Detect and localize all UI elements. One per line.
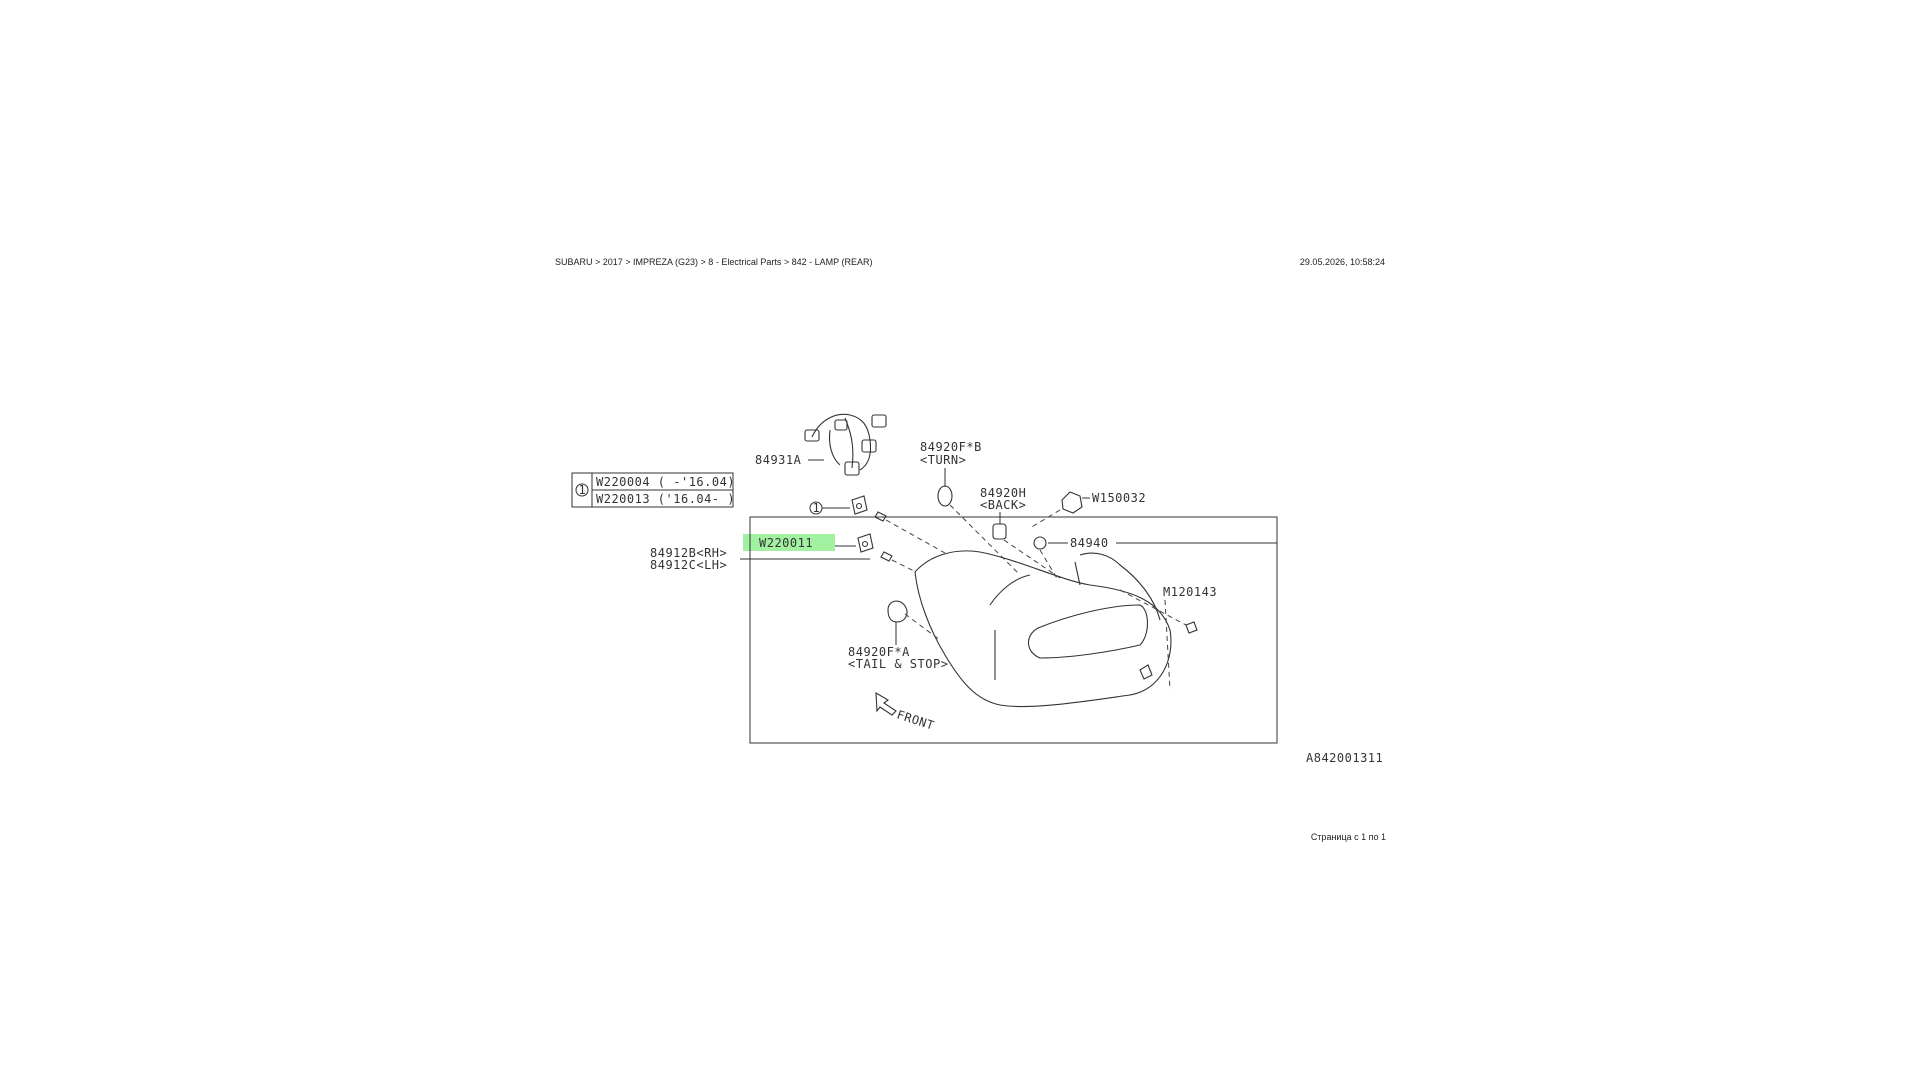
part-label-harness[interactable]: 84931A (755, 453, 802, 467)
callout-marker-ref: 1 (813, 501, 821, 515)
page-header: SUBARU > 2017 > IMPREZA (G23) > 8 - Elec… (555, 257, 1385, 271)
part-label-bulb-turn-code[interactable]: 84920F*B (920, 440, 982, 454)
wiring-harness-drawing (804, 413, 887, 476)
rear-lamp-drawing (914, 550, 1172, 708)
screw-drawing (1185, 621, 1198, 634)
part-label-screw[interactable]: M120143 (1163, 585, 1217, 599)
highlight-box (743, 534, 835, 551)
diagram-code: A842001311 (1306, 751, 1383, 765)
nut-drawing-lower (857, 533, 874, 553)
part-label-lamp-rh[interactable]: 84912B<RH> (650, 546, 727, 560)
callout-row-1: W220004 ( -'16.04) (596, 475, 735, 489)
bulb-tail-drawing (887, 600, 908, 623)
part-label-bulb-back-desc: <BACK> (980, 498, 1026, 512)
socket-drawing (1033, 536, 1047, 550)
bulb-turn-drawing (937, 485, 953, 507)
callout-marker-number: 1 (579, 483, 587, 497)
front-direction-label: FRONT (895, 708, 936, 733)
callout-table: 1 W220004 ( -'16.04) W220013 ('16.04- ) (571, 472, 735, 508)
part-label-socket[interactable]: 84940 (1070, 536, 1109, 550)
part-label-lamp-lh[interactable]: 84912C<LH> (650, 558, 727, 572)
nut-drawing-upper (851, 495, 868, 515)
page-footer: Страница с 1 по 1 (1310, 832, 1386, 842)
grommet-drawing (1061, 491, 1083, 514)
part-label-grommet[interactable]: W150032 (1092, 491, 1146, 505)
part-label-bulb-turn-desc: <TURN> (920, 453, 966, 467)
part-label-bulb-tail-desc: <TAIL & STOP> (848, 657, 948, 671)
print-timestamp: 29.05.2026, 10:58:24 (1299, 257, 1385, 267)
part-label-bulb-back-code[interactable]: 84920H (980, 486, 1026, 500)
callout-row-2: W220013 ('16.04- ) (596, 492, 735, 506)
breadcrumb[interactable]: SUBARU > 2017 > IMPREZA (G23) > 8 - Elec… (555, 257, 873, 267)
part-label-bulb-tail-code[interactable]: 84920F*A (848, 645, 910, 659)
part-label-highlighted[interactable]: W220011 (759, 536, 813, 550)
callout-marker-circle (575, 483, 589, 497)
front-arrow-icon (875, 692, 897, 716)
bulb-back-drawing (992, 523, 1007, 540)
assembly-frame (749, 516, 1278, 744)
